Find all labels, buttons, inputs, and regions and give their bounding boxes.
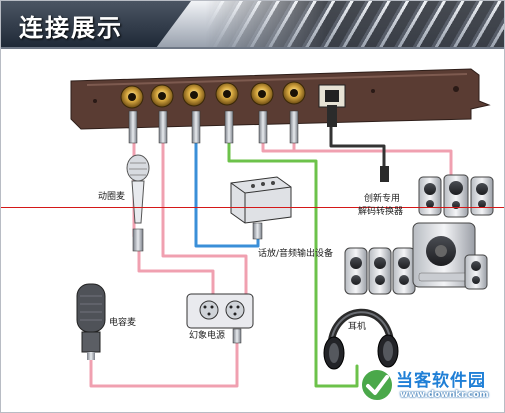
red-divider-line xyxy=(1,207,504,208)
plug-2-icon xyxy=(158,110,168,144)
label-dynamic-mic: 动圈麦 xyxy=(98,192,126,202)
blue-cable-speaker xyxy=(194,139,260,248)
label-condenser-mic: 电容麦 xyxy=(109,318,137,328)
optical-port-icon xyxy=(318,84,346,108)
page-title: 连接展示 xyxy=(19,14,123,42)
watermark-logo-icon xyxy=(360,368,394,402)
banner-stripes xyxy=(206,1,504,47)
jack-5-icon xyxy=(250,82,274,106)
plug-4-icon xyxy=(224,110,234,144)
decoder-speakers-icon xyxy=(418,174,494,218)
phantom-power-icon xyxy=(186,293,254,344)
watermark: 当客软件园 www.downkr.com xyxy=(358,362,498,408)
title-banner: 连接展示 xyxy=(1,1,504,49)
green-cable-headphones xyxy=(227,139,359,388)
sound-card-bracket xyxy=(70,68,491,130)
jack-6-icon xyxy=(282,81,306,105)
jack-1-icon xyxy=(120,85,144,109)
pink-cable-line-out-1 xyxy=(261,139,303,153)
label-decoder-line1: 创新专用 xyxy=(364,194,401,204)
black-cable-decoder xyxy=(329,124,386,173)
watermark-url: www.downkr.com xyxy=(400,390,489,400)
condenser-mic-icon xyxy=(76,283,106,360)
pink-cable-mic-to-phantom xyxy=(137,249,215,296)
plugs xyxy=(128,105,389,182)
plug-5-icon xyxy=(258,110,268,144)
label-audio-device: 话放/音频输出设备 xyxy=(258,249,334,259)
pink-cable-card-to-phantom xyxy=(161,139,248,296)
label-headphones: 耳机 xyxy=(348,322,367,332)
pink-cable-condenser xyxy=(89,344,239,388)
plug-6-icon xyxy=(289,110,299,144)
title-tab xyxy=(1,1,191,47)
jack-3-icon xyxy=(182,83,206,107)
headphones-icon xyxy=(323,308,399,370)
audio-jacks xyxy=(120,81,346,109)
jack-2-icon xyxy=(150,84,174,108)
pink-cable-line-out-2 xyxy=(292,139,453,178)
decoder-plug-icon xyxy=(380,166,389,182)
jack-4-icon xyxy=(215,82,239,106)
watermark-brand: 当客软件园 xyxy=(396,371,486,391)
dynamic-mic-icon xyxy=(126,154,150,252)
audio-device-icon xyxy=(230,176,292,240)
label-decoder-line2: 解码转换器 xyxy=(358,207,404,217)
label-phantom-power: 幻象电源 xyxy=(189,331,226,341)
optical-plug-icon xyxy=(327,105,337,127)
plug-3-icon xyxy=(191,110,201,144)
surround-speakers-icon xyxy=(344,222,488,295)
plug-1-icon xyxy=(128,110,138,144)
